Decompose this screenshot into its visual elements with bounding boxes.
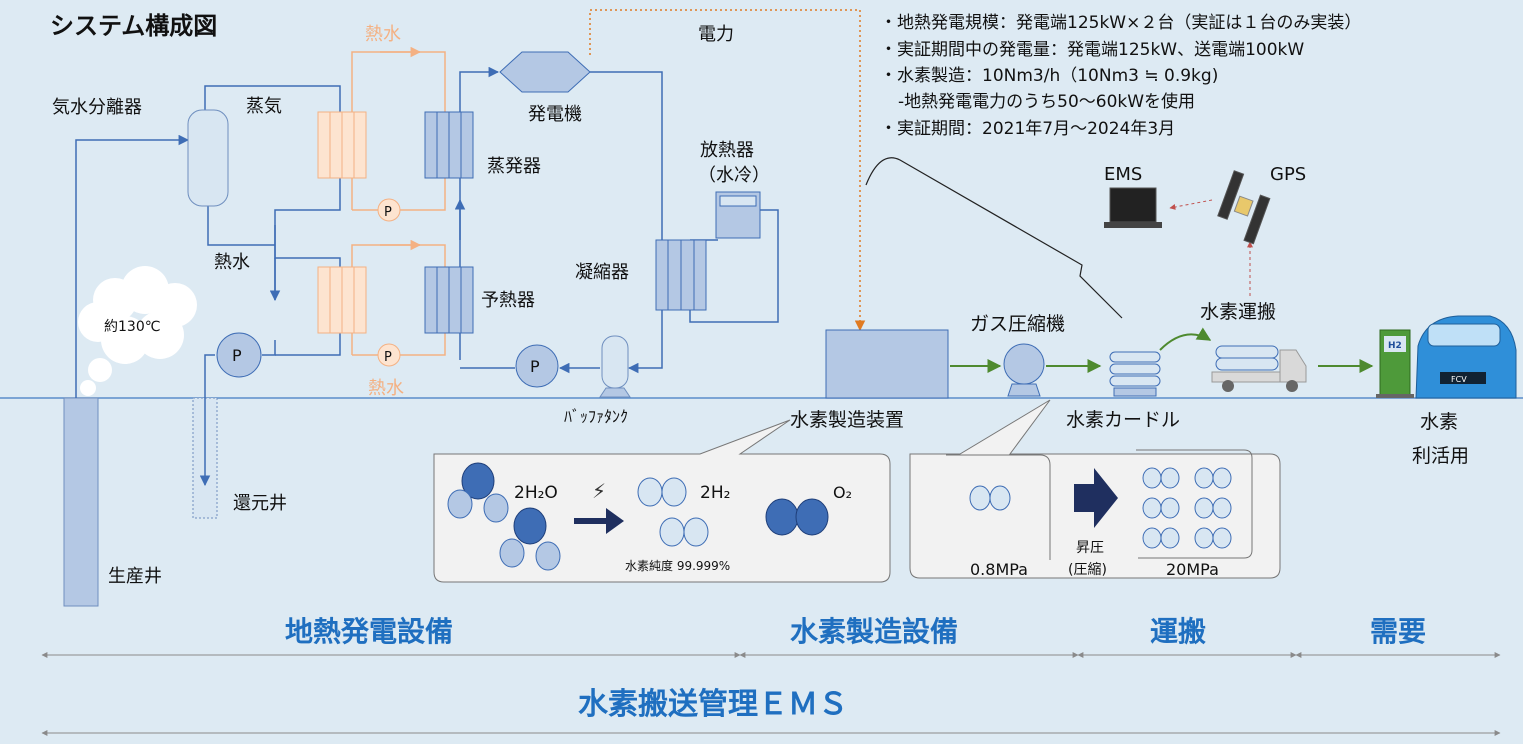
hydrogen-molecule-icon: [969, 485, 1011, 511]
laptop-icon: [1104, 187, 1162, 228]
truck-icon: [1211, 345, 1307, 392]
section-hydrogen: 水素製造設備: [790, 615, 958, 648]
compress-label: (圧縮): [1068, 562, 1107, 578]
gps-label: GPS: [1270, 164, 1306, 185]
curdle-label: 水素カードル: [1066, 409, 1180, 431]
pump-icon: P: [515, 344, 559, 388]
oxygen-molecule-icon: [765, 498, 829, 536]
temperature-label: 約130℃: [104, 319, 160, 335]
pump-icon: P: [216, 332, 262, 378]
section-ems: 水素搬送管理ＥＭＳ: [578, 687, 848, 722]
satellite-icon: [1217, 170, 1271, 245]
hydrogen-molecule-icon: [637, 477, 709, 547]
water-molecule-icon: [447, 462, 561, 571]
production-well: [63, 397, 99, 607]
radiator-label: 放熱器: [700, 140, 754, 161]
pressurize-label: 昇圧: [1076, 540, 1104, 556]
steam-label: 蒸気: [246, 96, 282, 117]
generator: [499, 51, 591, 93]
pump-label: P: [530, 357, 540, 376]
note-line: ・実証期間中の発電量：発電端125kW、送電端100kW: [880, 40, 1304, 60]
section-demand: 需要: [1370, 615, 1426, 648]
pump-label: P: [232, 346, 242, 365]
evaporator: [424, 111, 474, 179]
spec-notes: ・地熱発電規模：発電端125kW×２台（実証は１台のみ実装） ・実証期間中の発電…: [880, 13, 1361, 139]
electrolyzer: [825, 329, 949, 399]
hydrogen-curdle: [1109, 351, 1161, 397]
condenser: [655, 239, 707, 311]
preheater: [424, 266, 474, 334]
production-well-label: 生産井: [108, 566, 162, 587]
power-line: [589, 9, 866, 332]
note-line: -地熱発電電力のうち50～60kWを使用: [898, 91, 1195, 112]
buffer-tank-label: ﾊﾞｯﾌｧﾀﾝｸ: [564, 407, 628, 426]
power-label: 電力: [698, 24, 734, 45]
low-pressure-frame: [946, 454, 1051, 560]
purity-label: 水素純度 99.999%: [625, 558, 730, 573]
hydrogen-molecules-dense: [1142, 467, 1232, 549]
preheater-label: 予熱器: [481, 290, 535, 311]
steam-cloud: [78, 266, 197, 396]
h2-label: 2H₂: [700, 483, 730, 503]
radiator: [715, 191, 761, 239]
use-label-line1: 水素: [1420, 411, 1458, 433]
station-label: H2: [1388, 341, 1402, 351]
fcv-label: FCV: [1451, 375, 1467, 384]
hot-water-label-bottom: 熱水: [368, 378, 404, 399]
high-pressure-frame: [1136, 449, 1253, 559]
hydrogen-flow: [950, 327, 1374, 373]
fcv-car-icon: FCV: [1415, 315, 1517, 399]
hot-water-label-top: 熱水: [365, 24, 401, 45]
reinjection-well-label: 還元井: [233, 493, 287, 514]
steam-separator: [187, 109, 229, 207]
pump-label: P: [384, 350, 392, 365]
pump-icon: P: [377, 343, 401, 367]
page-title: システム構成図: [50, 12, 217, 40]
ems-link: [1169, 199, 1213, 210]
evaporator-label: 蒸発器: [487, 156, 541, 177]
pressurize-arrow-icon: [1074, 468, 1118, 528]
separator-label: 気水分離器: [52, 97, 142, 118]
low-pressure-label: 0.8MPa: [970, 560, 1028, 579]
arrow-icon: [574, 508, 624, 534]
heat-exchanger-hot-top: [317, 111, 367, 179]
hydrogen-station-icon: H2: [1376, 329, 1414, 398]
section-transport: 運搬: [1150, 615, 1206, 648]
transport-label: 水素運搬: [1200, 301, 1276, 323]
gas-compressor: [1003, 343, 1045, 397]
section-geothermal: 地熱発電設備: [285, 615, 453, 648]
lightning-icon: ⚡: [592, 479, 606, 503]
pump-label: P: [384, 205, 392, 220]
high-pressure-label: 20MPa: [1166, 560, 1219, 579]
note-line: ・地熱発電規模：発電端125kW×２台（実証は１台のみ実装）: [880, 13, 1361, 33]
ems-label: EMS: [1104, 164, 1142, 185]
condenser-label: 凝縮器: [575, 262, 629, 283]
h2o-label: 2H₂O: [514, 483, 558, 503]
buffer-tank: [599, 335, 631, 398]
o2-label: O₂: [833, 483, 852, 502]
hot-water-label-mid: 熱水: [214, 252, 250, 273]
radiator-sub-label: （水冷）: [698, 165, 770, 186]
use-label-line2: 利活用: [1412, 445, 1469, 467]
note-line: ・水素製造：10Nm3/h（10Nm3 ≒ 0.9kg): [880, 66, 1218, 86]
compressor-label: ガス圧縮機: [970, 313, 1065, 335]
note-line: ・実証期間：2021年7月～2024年3月: [880, 119, 1175, 139]
range-arrows: [41, 652, 1501, 736]
electrolyzer-label: 水素製造装置: [790, 409, 904, 431]
pump-icon: P: [377, 198, 401, 222]
callout-line: [865, 157, 1123, 319]
heat-exchanger-hot-bottom: [317, 266, 367, 334]
generator-label: 発電機: [528, 104, 582, 125]
